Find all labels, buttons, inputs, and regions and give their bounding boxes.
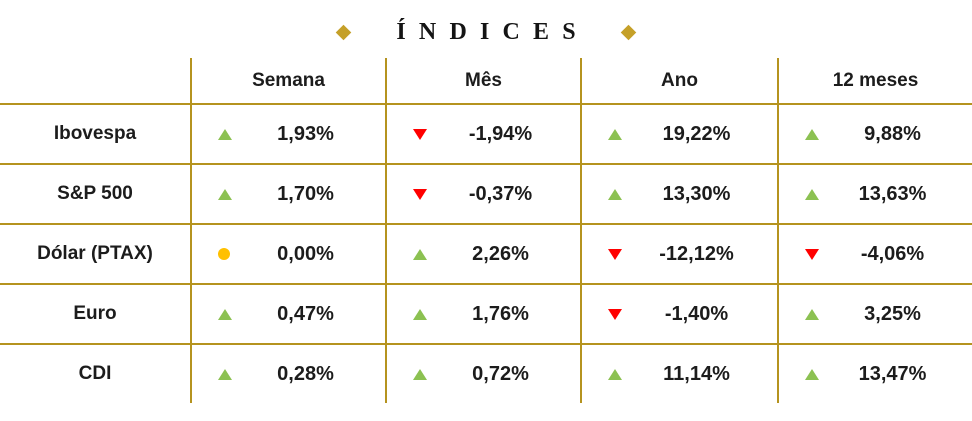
value-cell-semana: 0,47% [190,285,385,343]
column-header-12meses: 12 meses [777,58,972,103]
value-text: 13,30% [662,182,731,205]
page-title: ÍNDICES [396,18,589,45]
value-cell-ano: 11,14% [580,345,777,403]
value-cell-mes: 0,72% [385,345,580,403]
value-text: 11,14% [663,362,730,385]
table-body: Ibovespa 1,93% -1,94% 19,22% 9,88% S&P 5… [0,103,972,403]
column-header-mes: Mês [385,58,580,103]
row-label: S&P 500 [57,183,133,204]
down-triangle-icon [608,248,622,260]
table-row: Ibovespa 1,93% -1,94% 19,22% 9,88% [0,103,972,163]
value-cell-ano: -12,12% [580,225,777,283]
value-text: -12,12% [659,242,734,265]
value-text: -1,40% [664,302,729,325]
value-cell-12meses: 13,63% [777,165,972,223]
up-triangle-icon [805,308,819,320]
value-cell-mes: 1,76% [385,285,580,343]
value-cell-semana: 1,70% [190,165,385,223]
row-label: CDI [78,363,112,384]
down-triangle-icon [608,308,622,320]
value-text: -1,94% [468,122,533,145]
table-row: CDI 0,28% 0,72% 11,14% 13,47% [0,343,972,403]
row-label-cell: Euro [0,285,190,343]
value-text: 0,00% [277,242,334,265]
value-text: 0,28% [277,362,334,385]
down-triangle-icon [805,248,819,260]
value-cell-mes: -1,94% [385,105,580,163]
row-label-cell: S&P 500 [0,165,190,223]
up-triangle-icon [608,128,622,140]
value-cell-mes: -0,37% [385,165,580,223]
value-text: 13,63% [858,182,927,205]
value-cell-mes: 2,26% [385,225,580,283]
value-text: 1,76% [472,302,529,325]
table-row: S&P 500 1,70% -0,37% 13,30% 13,63% [0,163,972,223]
value-cell-12meses: 3,25% [777,285,972,343]
up-triangle-icon [805,368,819,380]
value-cell-12meses: 9,88% [777,105,972,163]
up-triangle-icon [805,188,819,200]
table-header-row: Semana Mês Ano 12 meses [0,58,972,103]
row-label: Ibovespa [53,123,137,144]
value-cell-ano: -1,40% [580,285,777,343]
up-triangle-icon [608,188,622,200]
up-triangle-icon [413,368,427,380]
row-label-cell: Ibovespa [0,105,190,163]
value-cell-ano: 19,22% [580,105,777,163]
row-label: Euro [73,303,117,324]
up-triangle-icon [608,368,622,380]
value-text: 19,22% [662,122,731,145]
up-triangle-icon [218,308,232,320]
down-triangle-icon [413,188,427,200]
column-header-semana: Semana [190,58,385,103]
value-text: 13,47% [858,362,927,385]
value-text: 0,72% [472,362,529,385]
value-text: -0,37% [468,182,533,205]
table-row: Euro 0,47% 1,76% -1,40% 3,25% [0,283,972,343]
row-label-cell: Dólar (PTAX) [0,225,190,283]
table-row: Dólar (PTAX) 0,00% 2,26% -12,12% -4,06% [0,223,972,283]
value-text: 3,25% [864,302,921,325]
up-triangle-icon [805,128,819,140]
up-triangle-icon [413,308,427,320]
value-cell-semana: 1,93% [190,105,385,163]
value-cell-semana: 0,00% [190,225,385,283]
value-text: -4,06% [860,242,925,265]
up-triangle-icon [218,188,232,200]
title-bar: ÍNDICES [0,0,972,58]
value-cell-semana: 0,28% [190,345,385,403]
value-text: 2,26% [472,242,529,265]
value-cell-12meses: -4,06% [777,225,972,283]
header-spacer [0,58,190,103]
value-text: 0,47% [277,302,334,325]
row-label: Dólar (PTAX) [37,243,153,264]
value-text: 1,93% [277,122,334,145]
up-triangle-icon [413,248,427,260]
value-cell-12meses: 13,47% [777,345,972,403]
up-triangle-icon [218,128,232,140]
row-label-cell: CDI [0,345,190,403]
indices-table: Semana Mês Ano 12 meses Ibovespa 1,93% -… [0,58,972,403]
up-triangle-icon [218,368,232,380]
right-diamond-icon [620,24,637,40]
down-triangle-icon [413,128,427,140]
value-text: 1,70% [277,182,334,205]
left-diamond-icon [335,24,352,40]
column-header-ano: Ano [580,58,777,103]
flat-dot-icon [218,248,230,260]
value-text: 9,88% [864,122,921,145]
value-cell-ano: 13,30% [580,165,777,223]
